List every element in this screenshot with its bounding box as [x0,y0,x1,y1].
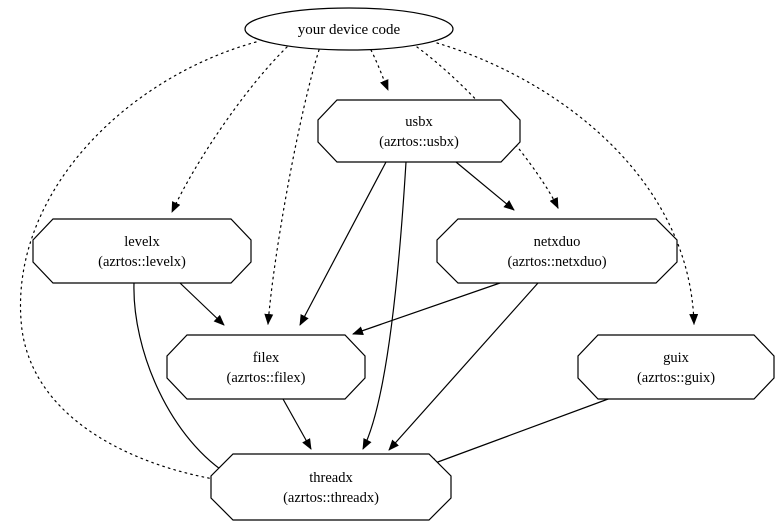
node-threadx-label-line2: (azrtos::threadx) [283,490,379,506]
node-usbx-label-line2: (azrtos::usbx) [379,134,459,150]
edge-layer [19,41,699,485]
node-device[interactable]: your device code [244,7,454,51]
node-guix[interactable]: guix (azrtos::guix) [577,334,775,400]
node-device-label: your device code [298,22,401,38]
edge-usbx-to-netxduo [455,161,515,211]
node-guix-label-line2: (azrtos::guix) [637,370,715,386]
node-levelx-label-line1: levelx [124,234,160,250]
edge-filex-to-threadx [282,398,312,450]
node-usbx[interactable]: usbx (azrtos::usbx) [317,99,521,163]
edge-usbx-to-filex [299,161,387,326]
edge-usbx-to-threadx [362,161,407,450]
node-netxduo-label-line2: (azrtos::netxduo) [507,254,606,270]
edge-netxduo-to-filex [352,282,501,335]
edge-levelx-to-threadx [133,282,233,478]
edge-device-to-usbx [370,49,389,91]
edge-device-to-netxduo [416,46,559,209]
node-levelx[interactable]: levelx (azrtos::levelx) [32,218,252,284]
node-threadx[interactable]: threadx (azrtos::threadx) [210,453,452,521]
node-threadx-label-line1: threadx [309,470,353,486]
node-layer: your device code usbx (azrtos::usbx) lev… [32,7,775,521]
node-levelx-label-line2: (azrtos::levelx) [98,254,186,270]
edge-device-to-guix [436,42,699,325]
node-filex[interactable]: filex (azrtos::filex) [166,334,366,400]
edge-device-to-filex [264,49,320,325]
edge-device-to-threadx [19,41,257,485]
node-guix-label-line1: guix [663,350,690,366]
node-filex-label-line2: (azrtos::filex) [227,370,306,386]
node-usbx-label-line1: usbx [405,114,433,130]
edge-levelx-to-filex [179,282,225,326]
node-filex-label-line1: filex [253,350,280,366]
node-netxduo[interactable]: netxduo (azrtos::netxduo) [436,218,678,284]
node-netxduo-label-line1: netxduo [534,234,581,250]
edge-netxduo-to-threadx [388,282,539,451]
edge-device-to-levelx [171,46,288,213]
edge-guix-to-threadx [426,394,620,467]
